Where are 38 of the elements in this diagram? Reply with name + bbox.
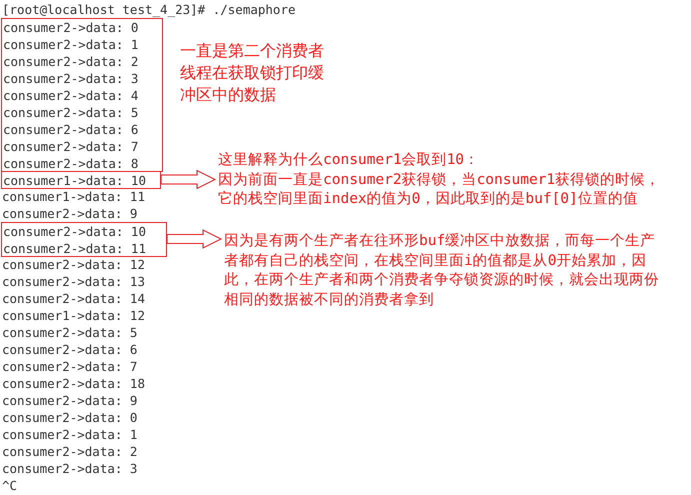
terminal-line: consumer2->data: 6 <box>3 120 138 138</box>
block-arrow <box>160 170 216 190</box>
terminal-line: consumer2->data: 14 <box>2 290 145 307</box>
terminal-line: consumer2->data: 3 <box>3 70 138 86</box>
highlight-box <box>1 222 167 256</box>
terminal-line: consumer2->data: 5 <box>2 324 138 341</box>
terminal-line: consumer2->data: 18 <box>2 375 145 392</box>
terminal-line: ^C <box>2 477 18 494</box>
terminal-line: consumer2->data: 2 <box>3 52 138 70</box>
terminal-line: consumer2->data: 9 <box>2 205 138 222</box>
terminal-line: consumer1->data: 11 <box>2 188 145 205</box>
terminal-line: consumer2->data: 11 <box>3 240 146 256</box>
terminal-line: consumer2->data: 13 <box>2 273 145 290</box>
terminal-line: consumer2->data: 0 <box>3 18 138 36</box>
terminal-line: consumer1->data: 12 <box>2 307 145 324</box>
terminal-line: consumer2->data: 6 <box>2 341 138 358</box>
annotation-text: 因为前面一直是consumer2获得锁，当consumer1获得锁的时候，它的栈空间里面index的值为0，因此取到的是buf[0]位置的值 <box>218 170 662 209</box>
terminal-line: consumer2->data: 7 <box>3 138 138 154</box>
command-prompt: [root@localhost test_4_23]# ./semaphore <box>2 1 296 18</box>
terminal-line: consumer2->data: 12 <box>2 256 145 273</box>
terminal-line: consumer2->data: 0 <box>2 409 138 426</box>
annotation-heading: 这里解释为什么consumer1会取到10： <box>218 151 480 170</box>
annotation-text: 因为是有两个生产者在往环形buf缓冲区中放数据，而每一个生产者都有自己的栈空间，在栈空间里面i的值都是从0开始累加，因此，在两个生产者和两个消费者争夺锁资源的时候，就会出现两份相同的数据被不同的消费者拿到 <box>224 232 660 310</box>
terminal-line: consumer2->data: 7 <box>2 358 138 375</box>
terminal-line: consumer2->data: 3 <box>2 460 138 477</box>
highlight-box <box>1 18 163 172</box>
terminal-line: consumer2->data: 4 <box>3 86 138 104</box>
terminal-line: consumer2->data: 10 <box>3 222 146 240</box>
annotation-text: 一直是第二个消费者线程在获取锁打印缓冲区中的数据 <box>180 40 325 106</box>
terminal-line: consumer2->data: 1 <box>2 426 138 443</box>
highlight-box <box>1 170 161 188</box>
terminal-line: consumer1->data: 10 <box>3 172 146 188</box>
block-arrow <box>166 229 222 249</box>
terminal-line: consumer2->data: 5 <box>3 104 138 120</box>
terminal-line: consumer2->data: 2 <box>2 443 138 460</box>
terminal-line: consumer2->data: 9 <box>2 392 138 409</box>
terminal-line: consumer2->data: 8 <box>3 154 138 172</box>
terminal-line: consumer2->data: 1 <box>3 36 138 52</box>
